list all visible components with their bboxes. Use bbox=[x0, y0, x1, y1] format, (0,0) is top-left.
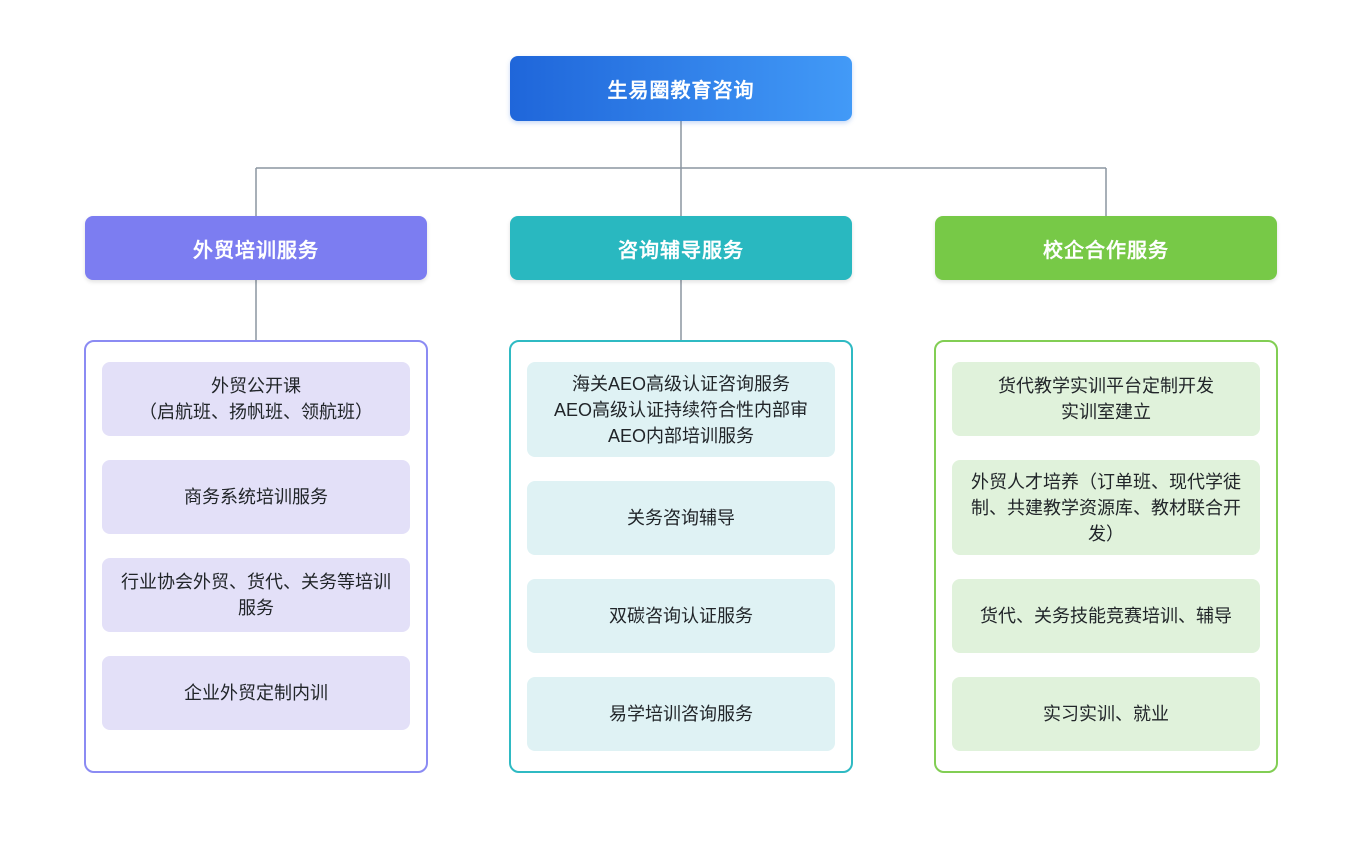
service-item-label: 企业外贸定制内训 bbox=[184, 683, 328, 703]
branch-foreign-trade-training: 外贸培训服务 外贸公开课 （启航班、扬帆班、领航班） 商务系统培训服务 行业协会… bbox=[84, 216, 428, 773]
service-item: 关务咨询辅导 bbox=[527, 481, 835, 555]
service-item: 货代、关务技能竞赛培训、辅导 bbox=[952, 579, 1260, 653]
service-item: 货代教学实训平台定制开发 实训室建立 bbox=[952, 362, 1260, 436]
service-item-label: 关务咨询辅导 bbox=[627, 508, 735, 528]
service-item-label: 外贸公开课 （启航班、扬帆班、领航班） bbox=[139, 376, 373, 422]
service-item-label: 海关AEO高级认证咨询服务 AEO高级认证持续符合性内部审 AEO内部培训服务 bbox=[553, 373, 808, 446]
service-item: 外贸人才培养（订单班、现代学徒制、共建教学资源库、教材联合开发） bbox=[952, 460, 1260, 555]
service-item-label: 双碳咨询认证服务 bbox=[609, 606, 753, 626]
service-item-label: 商务系统培训服务 bbox=[184, 487, 328, 507]
branch-title: 外贸培训服务 bbox=[193, 239, 319, 262]
service-item-label: 易学培训咨询服务 bbox=[609, 704, 753, 724]
service-item-label: 货代、关务技能竞赛培训、辅导 bbox=[980, 606, 1232, 626]
service-item: 企业外贸定制内训 bbox=[102, 656, 410, 730]
branch-box-consulting-coaching: 海关AEO高级认证咨询服务 AEO高级认证持续符合性内部审 AEO内部培训服务 … bbox=[509, 340, 853, 773]
branch-consulting-coaching: 咨询辅导服务 海关AEO高级认证咨询服务 AEO高级认证持续符合性内部审 AEO… bbox=[509, 216, 853, 773]
service-item-label: 行业协会外贸、货代、关务等培训服务 bbox=[121, 572, 391, 618]
branch-school-enterprise-cooperation: 校企合作服务 货代教学实训平台定制开发 实训室建立 外贸人才培养（订单班、现代学… bbox=[934, 216, 1278, 773]
service-item: 海关AEO高级认证咨询服务 AEO高级认证持续符合性内部审 AEO内部培训服务 bbox=[527, 362, 835, 457]
branch-box-school-enterprise-cooperation: 货代教学实训平台定制开发 实训室建立 外贸人才培养（订单班、现代学徒制、共建教学… bbox=[934, 340, 1278, 773]
service-item: 双碳咨询认证服务 bbox=[527, 579, 835, 653]
branch-title: 校企合作服务 bbox=[1043, 239, 1169, 262]
branch-box-foreign-trade-training: 外贸公开课 （启航班、扬帆班、领航班） 商务系统培训服务 行业协会外贸、货代、关… bbox=[84, 340, 428, 773]
service-item: 商务系统培训服务 bbox=[102, 460, 410, 534]
service-item: 实习实训、就业 bbox=[952, 677, 1260, 751]
service-item-label: 实习实训、就业 bbox=[1043, 704, 1169, 724]
service-item-label: 外贸人才培养（订单班、现代学徒制、共建教学资源库、教材联合开发） bbox=[971, 471, 1241, 544]
service-item: 外贸公开课 （启航班、扬帆班、领航班） bbox=[102, 362, 410, 436]
root-node: 生易圈教育咨询 bbox=[510, 56, 852, 121]
service-item: 易学培训咨询服务 bbox=[527, 677, 835, 751]
branch-header-school-enterprise-cooperation: 校企合作服务 bbox=[935, 216, 1277, 280]
branch-header-consulting-coaching: 咨询辅导服务 bbox=[510, 216, 852, 280]
branch-header-foreign-trade-training: 外贸培训服务 bbox=[85, 216, 427, 280]
branch-title: 咨询辅导服务 bbox=[618, 239, 744, 262]
root-node-label: 生易圈教育咨询 bbox=[607, 80, 755, 102]
service-item-label: 货代教学实训平台定制开发 实训室建立 bbox=[998, 376, 1214, 422]
service-item: 行业协会外贸、货代、关务等培训服务 bbox=[102, 558, 410, 632]
